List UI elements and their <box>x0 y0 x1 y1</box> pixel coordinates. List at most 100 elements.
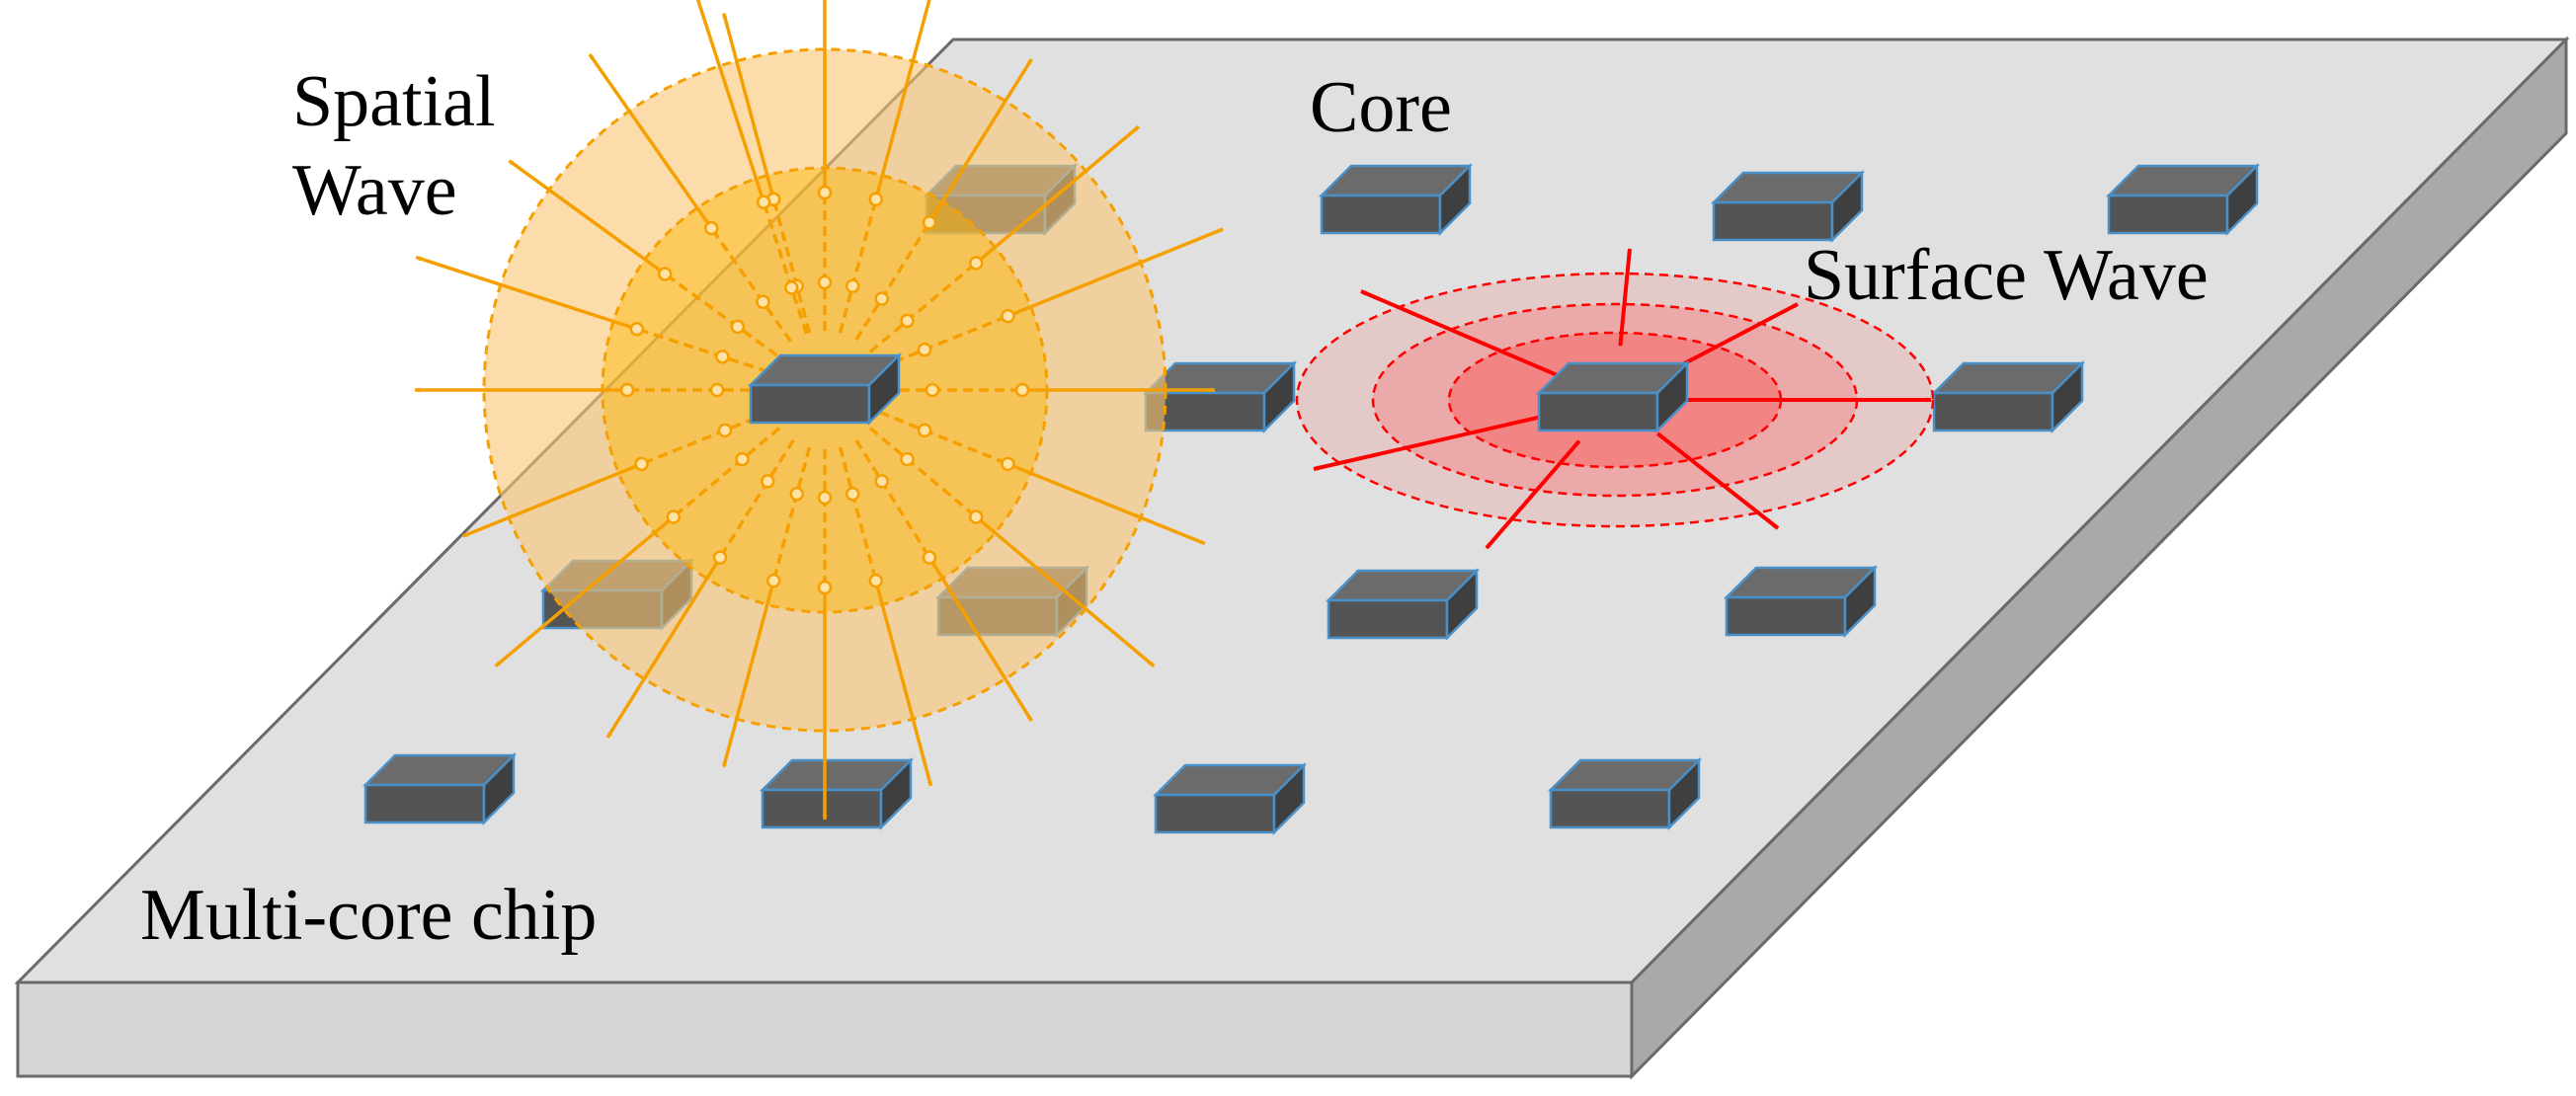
core-block <box>1318 162 1474 237</box>
spatial-wave-arrow <box>854 58 1033 342</box>
arrow-solid-segment <box>927 556 1033 722</box>
surface-wave-arrow <box>1313 410 1563 471</box>
arrow-node-dot <box>868 192 884 207</box>
arrow-node-dot <box>756 294 770 309</box>
arrow-dashed-segment <box>718 438 795 559</box>
spatial-wave-label-line1: Spatial <box>292 61 496 142</box>
core-block <box>1547 756 1703 831</box>
core-side <box>1262 359 1296 434</box>
spatial-wave-arrow <box>878 227 1224 370</box>
core-side <box>1445 567 1479 642</box>
surface-wave-arrow <box>1485 439 1581 550</box>
arrow-node-dot <box>735 451 750 467</box>
arrow-node-dot <box>765 573 781 588</box>
core-front <box>1725 595 1847 637</box>
arrow-node-dot <box>874 474 890 489</box>
spatial-wave-label-line2: Wave <box>292 150 457 231</box>
surface-wave-arrow <box>1360 289 1567 381</box>
spatial-wave-arrow <box>494 427 781 667</box>
arrow-solid-segment <box>1006 227 1224 318</box>
arrow-node-dot <box>619 382 635 398</box>
arrow-dashed-segment <box>771 198 812 334</box>
arrow-node-dot <box>817 274 833 290</box>
arrow-node-dot <box>629 321 645 337</box>
arrow-node-dot <box>874 291 890 306</box>
arrow-node-dot <box>712 550 728 565</box>
arrow-dashed-segment <box>672 427 781 518</box>
multi-core-chip-label: Multi-core chip <box>140 875 598 956</box>
arrow-node-dot <box>845 278 860 293</box>
arrow-node-dot <box>634 456 649 472</box>
spatial-wave-arrow <box>878 410 1206 546</box>
core-block <box>1710 169 1866 244</box>
spatial-wave-source-core <box>747 352 903 427</box>
arrow-dashed-segment <box>854 221 931 342</box>
spatial-wave-label: Spatial Wave <box>292 57 496 235</box>
spatial-wave-arrow <box>415 255 769 374</box>
emitting-cores <box>747 352 1691 434</box>
arrow-node-dot <box>817 580 833 595</box>
surface-wave-label: Surface Wave <box>1804 235 2209 316</box>
core-side <box>1667 756 1701 831</box>
surface-wave-arrow <box>1655 431 1780 530</box>
arrow-solid-segment <box>874 0 931 200</box>
core-block <box>1152 761 1308 836</box>
arrow-dashed-segment <box>838 446 878 582</box>
arrow-node-dot <box>1001 308 1015 324</box>
arrow-solid-segment <box>927 58 1033 224</box>
spatial-wave-arrows <box>414 0 1224 821</box>
core-front <box>761 788 883 829</box>
arrow-solid-segment <box>722 580 775 768</box>
arrow-node-dot <box>922 550 937 565</box>
arrow-node-dot <box>760 474 775 489</box>
core-side <box>867 352 901 427</box>
arrow-solid-segment <box>494 515 675 667</box>
arrow-dashed-segment <box>771 446 812 582</box>
arrow-dashed-segment <box>838 198 878 334</box>
arrow-solid-segment <box>975 124 1141 265</box>
surface-wave-source-core <box>1535 359 1691 434</box>
spatial-wave-arrow <box>838 0 931 334</box>
spatial-wave-arrow <box>817 0 833 331</box>
arrow-solid-segment <box>874 580 933 787</box>
arrow-node-dot <box>709 382 725 398</box>
arrow-node-dot <box>817 185 833 200</box>
arrow-dashed-segment <box>636 327 769 374</box>
core-side <box>1830 169 1864 244</box>
arrow-node-dot <box>845 487 860 502</box>
arrow-node-dot <box>900 451 915 467</box>
arrow-dashed-segment <box>868 427 978 518</box>
arrow-node-dot <box>1001 456 1015 472</box>
core-block <box>1723 564 1879 639</box>
arrow-solid-segment <box>415 255 638 331</box>
arrow-dashed-segment <box>640 410 771 466</box>
arrow-dashed-segment <box>868 262 978 353</box>
arrow-solid-segment <box>508 159 667 275</box>
core-side <box>1655 359 1689 434</box>
arrow-node-dot <box>968 256 984 271</box>
spatial-wave-arrow <box>462 410 771 538</box>
core-side <box>1272 761 1306 836</box>
spatial-wave-arrow <box>884 382 1216 398</box>
core-front <box>2107 194 2229 235</box>
core-front <box>1154 793 1276 834</box>
arrow-node-dot <box>925 382 940 398</box>
spatial-wave-arrow <box>868 124 1141 353</box>
multi-core-chip-board <box>14 36 2570 1080</box>
core-front <box>1320 194 1442 235</box>
arrow-dashed-segment <box>762 201 809 335</box>
core-front <box>1932 391 2054 432</box>
spatial-wave-arrow <box>817 449 833 821</box>
arrow-solid-segment <box>975 515 1156 667</box>
core-block <box>1930 359 2086 434</box>
core-block <box>2105 162 2261 237</box>
core-block <box>1142 359 1298 434</box>
arrow-node-dot <box>868 573 884 588</box>
arrow-solid-segment <box>462 462 643 538</box>
arrow-node-dot <box>917 342 932 357</box>
spatial-wave-arrow <box>868 427 1156 667</box>
arrow-solid-segment <box>605 556 722 739</box>
arrow-node-dot <box>922 215 937 230</box>
